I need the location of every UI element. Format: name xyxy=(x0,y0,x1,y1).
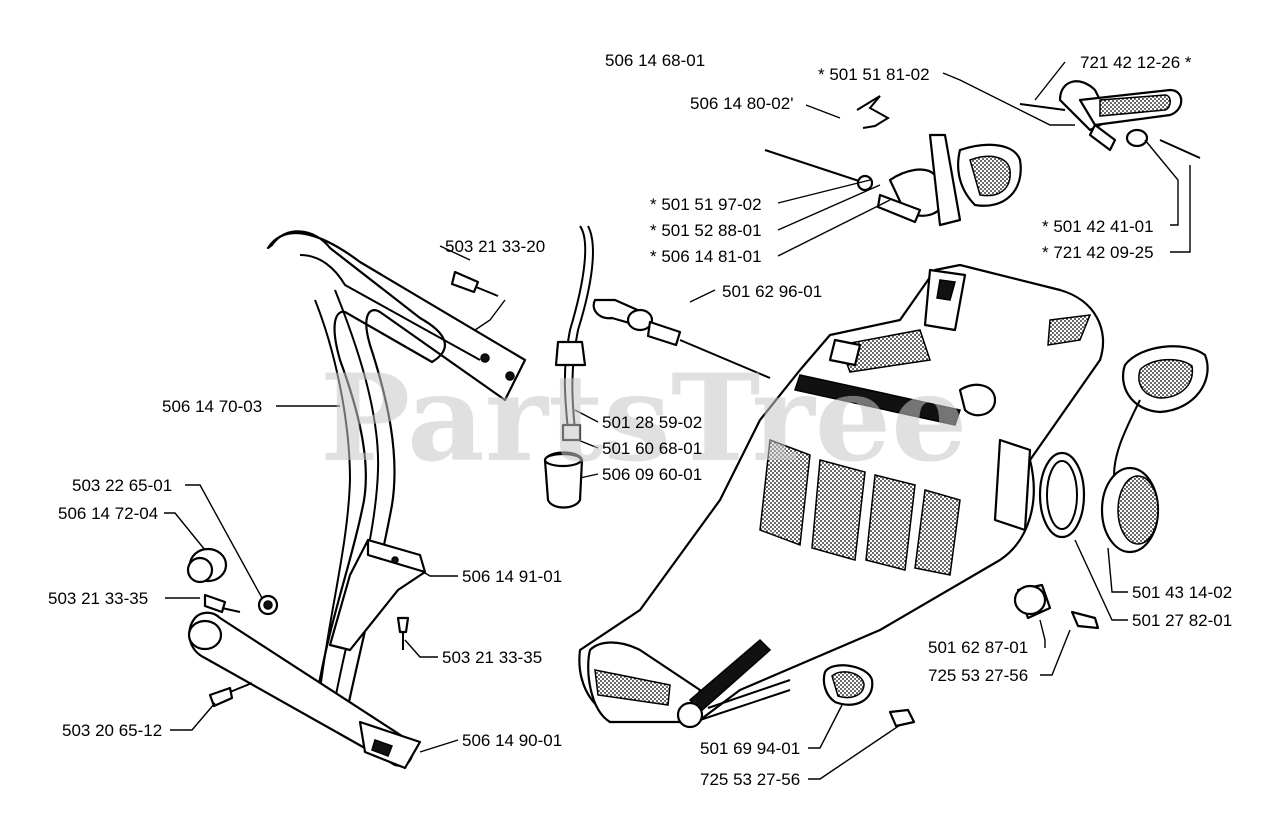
part-label: 501 62 87-01 xyxy=(928,638,1028,657)
part-label: 725 53 27-56 xyxy=(928,666,1028,685)
watermark-text: PartsTree xyxy=(320,348,967,489)
part-label: * 501 52 88-01 xyxy=(650,221,762,240)
part-label: 501 43 14-02 xyxy=(1132,583,1232,602)
part-label: 725 53 27-56 xyxy=(700,770,800,789)
part-label: 506 14 72-04 xyxy=(58,504,158,523)
part-label: 503 20 65-12 xyxy=(62,721,162,740)
left-small-parts xyxy=(186,270,499,708)
throttle-parts-drawing xyxy=(764,80,1201,227)
part-label: 501 69 94-01 xyxy=(700,739,800,758)
part-label: 503 21 33-35 xyxy=(442,648,542,667)
fuel-pickup-drawing xyxy=(543,225,594,509)
leader-lines xyxy=(164,61,1191,780)
part-label: 506 14 91-01 xyxy=(462,567,562,586)
fuel-cap-drawing xyxy=(699,345,1209,728)
part-label: 503 21 33-35 xyxy=(48,589,148,608)
part-label: 501 60 68-01 xyxy=(602,439,702,458)
handle-base-tube-drawing xyxy=(187,611,422,770)
part-label: 501 28 59-02 xyxy=(602,413,702,432)
part-label: 501 62 96-01 xyxy=(722,282,822,301)
part-label: 506 14 80-02' xyxy=(690,94,793,113)
part-label: 501 27 82-01 xyxy=(1132,611,1232,630)
part-label: * 506 14 81-01 xyxy=(650,247,762,266)
part-labels: 506 14 68-01 * 501 51 81-02 721 42 12-26… xyxy=(48,51,1232,789)
impulse-tube-drawing xyxy=(592,298,771,379)
crankcase-housing-drawing xyxy=(578,263,1105,729)
part-label: 503 22 65-01 xyxy=(72,476,172,495)
part-label: 506 14 68-01 xyxy=(605,51,705,70)
handle-bracket-drawing xyxy=(328,538,427,652)
part-label: 506 09 60-01 xyxy=(602,465,702,484)
part-label: * 721 42 09-25 xyxy=(1042,243,1154,262)
part-label: * 501 42 41-01 xyxy=(1042,217,1154,236)
part-label: * 501 51 81-02 xyxy=(818,65,930,84)
part-label: * 501 51 97-02 xyxy=(650,195,762,214)
part-label: 721 42 12-26 * xyxy=(1080,53,1192,72)
part-label: 503 21 33-20 xyxy=(445,237,545,256)
part-label: 506 14 90-01 xyxy=(462,731,562,750)
part-label: 506 14 70-03 xyxy=(162,397,262,416)
